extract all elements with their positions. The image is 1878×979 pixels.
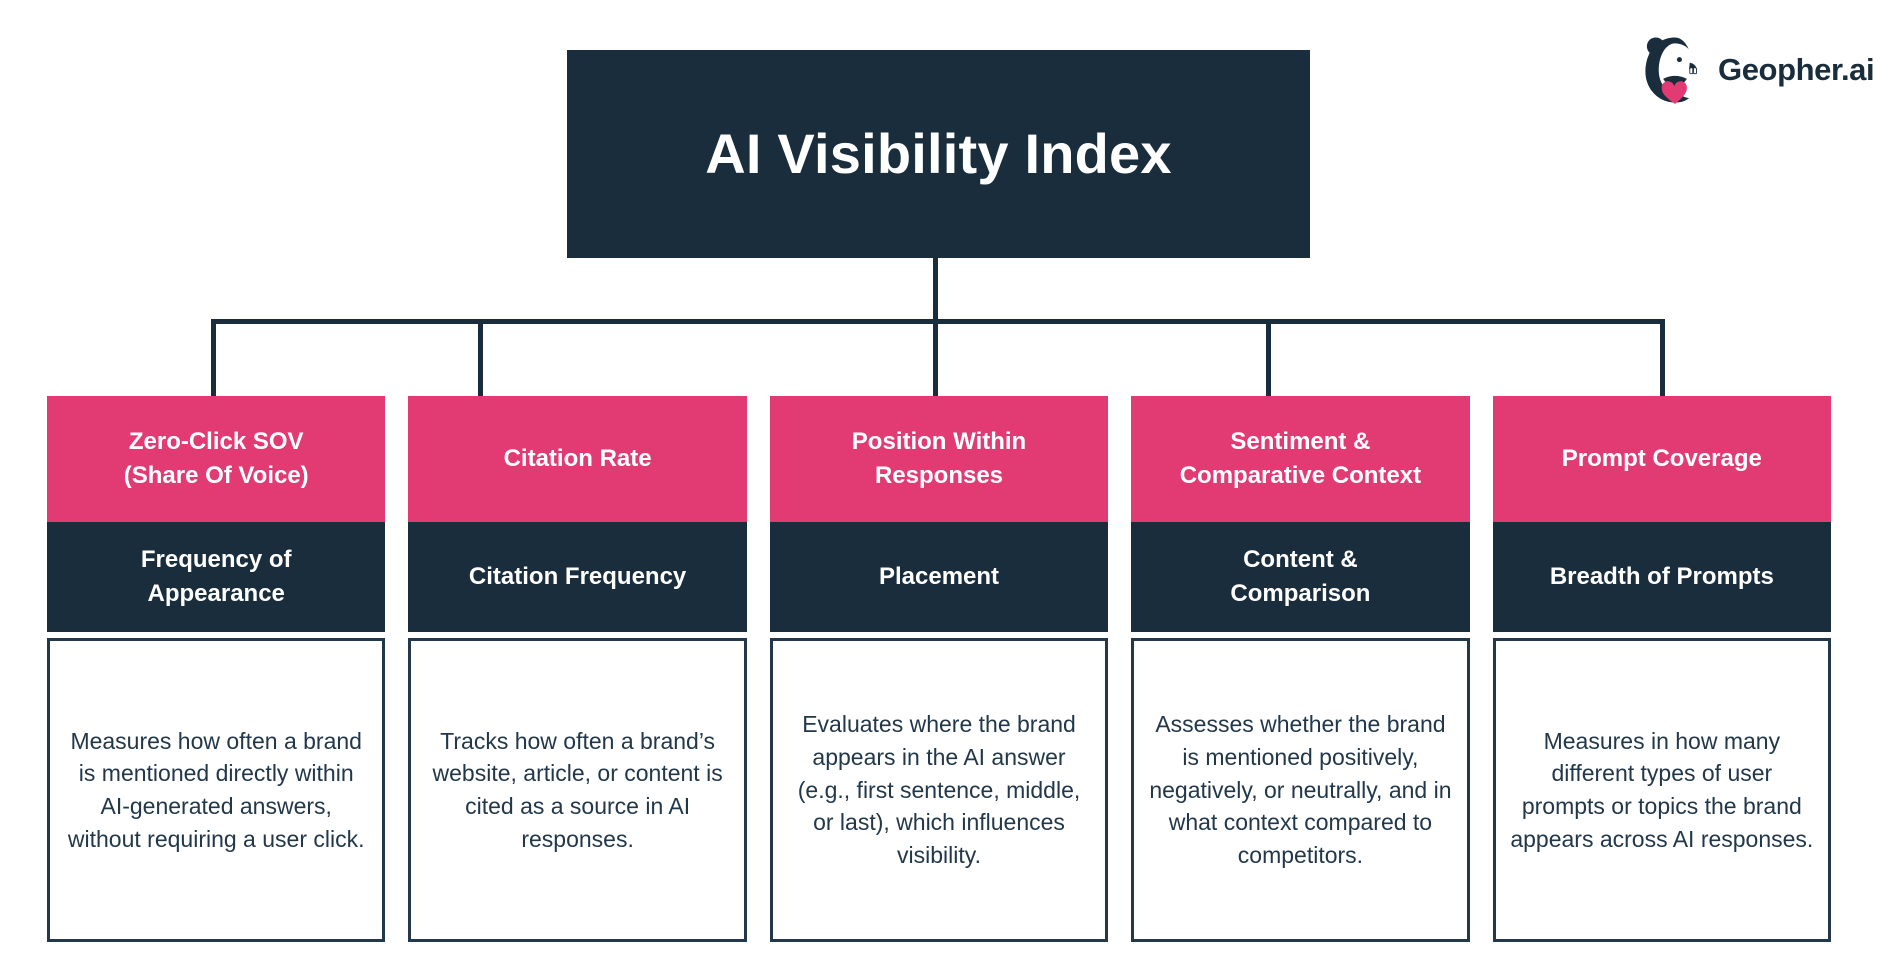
metric-column-citation-rate: Citation Rate Citation Frequency Tracks …: [408, 396, 747, 942]
metric-description: Evaluates where the brand appears in the…: [769, 638, 1109, 942]
metric-subheader: Content & Comparison: [1131, 522, 1470, 632]
metric-description: Measures how often a brand is mentioned …: [47, 638, 386, 942]
metric-column-position-within-responses: Position Within Responses Placement Eval…: [769, 396, 1109, 942]
metric-header: Position Within Responses: [769, 396, 1109, 522]
connector-drop-4: [1266, 322, 1271, 398]
connector-drop-3: [933, 322, 938, 398]
root-node: AI Visibility Index: [567, 50, 1310, 258]
metric-header: Sentiment & Comparative Context: [1131, 396, 1470, 522]
metric-subheader: Breadth of Prompts: [1492, 522, 1832, 632]
metric-subheader: Citation Frequency: [408, 522, 747, 632]
metric-description: Assesses whether the brand is mentioned …: [1131, 638, 1470, 942]
metric-columns: Zero-Click SOV (Share Of Voice) Frequenc…: [47, 396, 1832, 942]
connector-stem-top: [933, 258, 938, 323]
gopher-mascot-icon: [1638, 33, 1712, 107]
heart-icon: [1661, 81, 1687, 105]
metric-column-zero-click-sov: Zero-Click SOV (Share Of Voice) Frequenc…: [47, 396, 386, 942]
metric-column-sentiment-comparative-context: Sentiment & Comparative Context Content …: [1131, 396, 1470, 942]
brand-name: Geopher.ai: [1718, 52, 1875, 87]
brand-logo: Geopher.ai: [1638, 33, 1875, 107]
metric-column-prompt-coverage: Prompt Coverage Breadth of Prompts Measu…: [1492, 396, 1832, 942]
page-title: AI Visibility Index: [705, 122, 1172, 186]
metric-header: Citation Rate: [408, 396, 747, 522]
metric-header: Prompt Coverage: [1492, 396, 1832, 522]
connector-drop-2: [478, 322, 483, 398]
metric-header: Zero-Click SOV (Share Of Voice): [47, 396, 386, 522]
connector-drop-5: [1660, 322, 1665, 398]
connector-drop-1: [211, 322, 216, 398]
metric-subheader: Frequency of Appearance: [47, 522, 386, 632]
connector-bus: [211, 319, 1665, 324]
metric-description: Tracks how often a brand’s website, arti…: [408, 638, 747, 942]
metric-description: Measures in how many different types of …: [1492, 638, 1832, 942]
metric-subheader: Placement: [769, 522, 1109, 632]
